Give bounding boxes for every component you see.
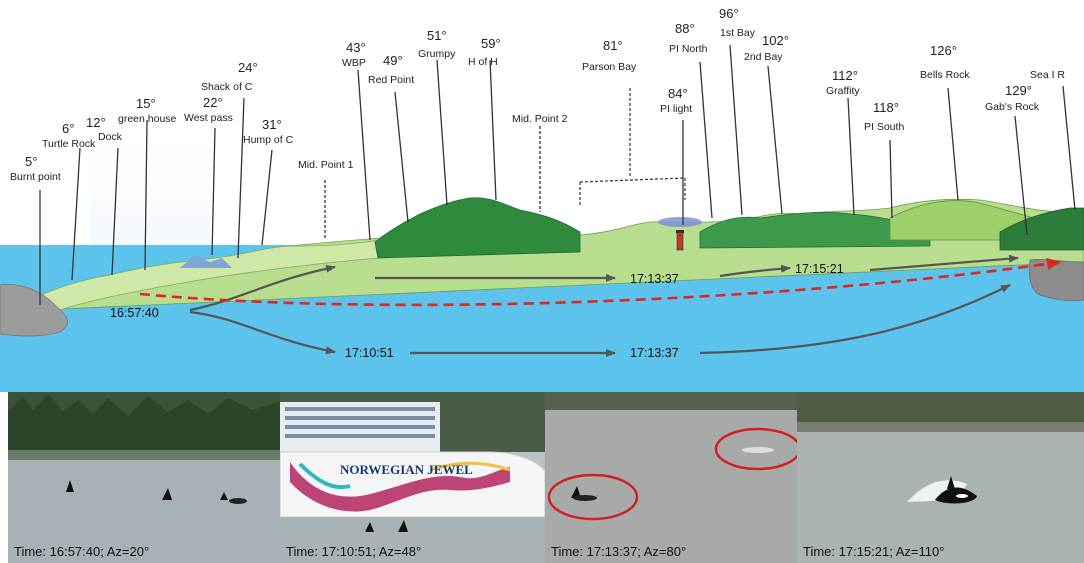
landmark-name-5: Shack of C bbox=[201, 81, 253, 93]
orca-fin-3 bbox=[220, 492, 228, 500]
landmark-name-12: Mid. Point 2 bbox=[512, 113, 568, 125]
orca-fin-1 bbox=[66, 480, 74, 492]
landmark-deg-17: 102° bbox=[762, 33, 789, 48]
landmark-name-10: Grumpy bbox=[418, 48, 456, 60]
panorama-diagram: 5° Burnt point 6° Turtle Rock 12° Dock 1… bbox=[0, 6, 1084, 392]
landmark-name-20: Bells Rock bbox=[920, 69, 970, 81]
observed-path-dashed bbox=[139, 257, 1061, 307]
landmark-name-21: Gab's Rock bbox=[985, 101, 1040, 113]
photo-2-caption: Time: 17:10:51; Az=48° bbox=[286, 544, 422, 559]
time-upper-end: 17:15:21 bbox=[795, 262, 844, 276]
landmark-deg-10: 51° bbox=[427, 28, 447, 43]
dark-island bbox=[374, 197, 581, 259]
orca-fin-2 bbox=[162, 488, 172, 500]
landmark-deg-16: 96° bbox=[719, 6, 739, 21]
photo-1: Time: 16:57:40; Az=20° bbox=[8, 392, 280, 563]
landmark-name-14: PI light bbox=[660, 103, 692, 115]
landmark-deg-6: 31° bbox=[262, 117, 282, 132]
landmark-deg-13: 81° bbox=[603, 38, 623, 53]
photo-3: Time: 17:13:37; Az=80° bbox=[545, 392, 797, 563]
landmark-name-19: PI South bbox=[864, 121, 904, 133]
landmark-deg-4: 22° bbox=[203, 95, 223, 110]
landmark-name-15: PI North bbox=[669, 43, 708, 55]
burnt-point-rock bbox=[0, 283, 69, 337]
landmark-name-16: 1st Bay bbox=[720, 27, 756, 39]
time-lower-2: 17:13:37 bbox=[630, 346, 679, 360]
landmark-name-4: West pass bbox=[184, 112, 233, 124]
landmark-deg-3: 15° bbox=[136, 96, 156, 111]
landmark-name-11: H of H bbox=[468, 56, 498, 68]
landmark-pointer-lines bbox=[39, 44, 1076, 305]
photo-4-caption: Time: 17:15:21; Az=110° bbox=[803, 544, 945, 559]
landmark-name-17: 2nd Bay bbox=[744, 51, 783, 63]
photo-1-scene bbox=[8, 392, 280, 563]
landmark-deg-5: 24° bbox=[238, 60, 258, 75]
photo-3-scene bbox=[545, 392, 797, 563]
time-start: 16:57:40 bbox=[110, 306, 159, 320]
orca-body bbox=[935, 487, 977, 504]
landmark-name-6: Hump of C bbox=[243, 134, 294, 146]
landmark-deg-2: 12° bbox=[86, 115, 106, 130]
photo-3-caption: Time: 17:13:37; Az=80° bbox=[551, 544, 687, 559]
landmark-deg-8: 43° bbox=[346, 40, 366, 55]
far-right-island bbox=[999, 207, 1084, 251]
time-upper-mid: 17:13:37 bbox=[630, 272, 679, 286]
photo-1-caption: Time: 16:57:40; Az=20° bbox=[14, 544, 150, 559]
ship-name: NORWEGIAN JEWEL bbox=[340, 462, 473, 477]
parson-bay-bracket bbox=[579, 88, 686, 205]
landmark-deg-9: 49° bbox=[383, 53, 403, 68]
left-shore-hill bbox=[28, 239, 381, 311]
landmark-deg-11: 59° bbox=[481, 36, 501, 51]
landmark-name-18: Graffity bbox=[826, 85, 860, 97]
landmark-name-0: Burnt point bbox=[10, 171, 61, 183]
landmark-name-13: Parson Bay bbox=[582, 61, 637, 73]
landmark-deg-19: 118° bbox=[873, 100, 899, 115]
time-lower-1: 17:10:51 bbox=[345, 346, 394, 360]
photo-4-scene bbox=[797, 392, 1084, 563]
pi-pond bbox=[658, 217, 702, 227]
landmark-name-8: WBP bbox=[342, 57, 366, 69]
landmark-name-7: Mid. Point 1 bbox=[298, 159, 354, 171]
landmark-name-1: Turtle Rock bbox=[42, 138, 96, 150]
landmark-name-9: Red Point bbox=[368, 74, 414, 86]
photo-4: Time: 17:15:21; Az=110° bbox=[797, 392, 1084, 563]
landmark-deg-21: 129° bbox=[1005, 83, 1032, 98]
landmark-name-3: green house bbox=[118, 113, 177, 125]
landmark-deg-1: 6° bbox=[62, 121, 74, 136]
photo-2-scene: NORWEGIAN JEWEL bbox=[280, 392, 545, 563]
circle-highlight-2 bbox=[714, 427, 797, 471]
landmark-deg-18: 112° bbox=[832, 68, 858, 83]
landmark-deg-0: 5° bbox=[25, 154, 37, 169]
west-pass-mountain bbox=[180, 255, 232, 268]
circle-highlight-1 bbox=[547, 473, 639, 521]
landmark-deg-15: 88° bbox=[675, 21, 695, 36]
photo-2: NORWEGIAN JEWEL Time: 17:10:51; Az=48° bbox=[280, 392, 545, 563]
landmark-deg-20: 126° bbox=[930, 43, 957, 58]
lighthouse bbox=[676, 231, 684, 251]
landmark-name-22: Sea I R bbox=[1030, 69, 1065, 81]
landmark-name-2: Dock bbox=[98, 131, 123, 143]
movement-arrows bbox=[189, 254, 1019, 357]
landmark-deg-14: 84° bbox=[668, 86, 688, 101]
